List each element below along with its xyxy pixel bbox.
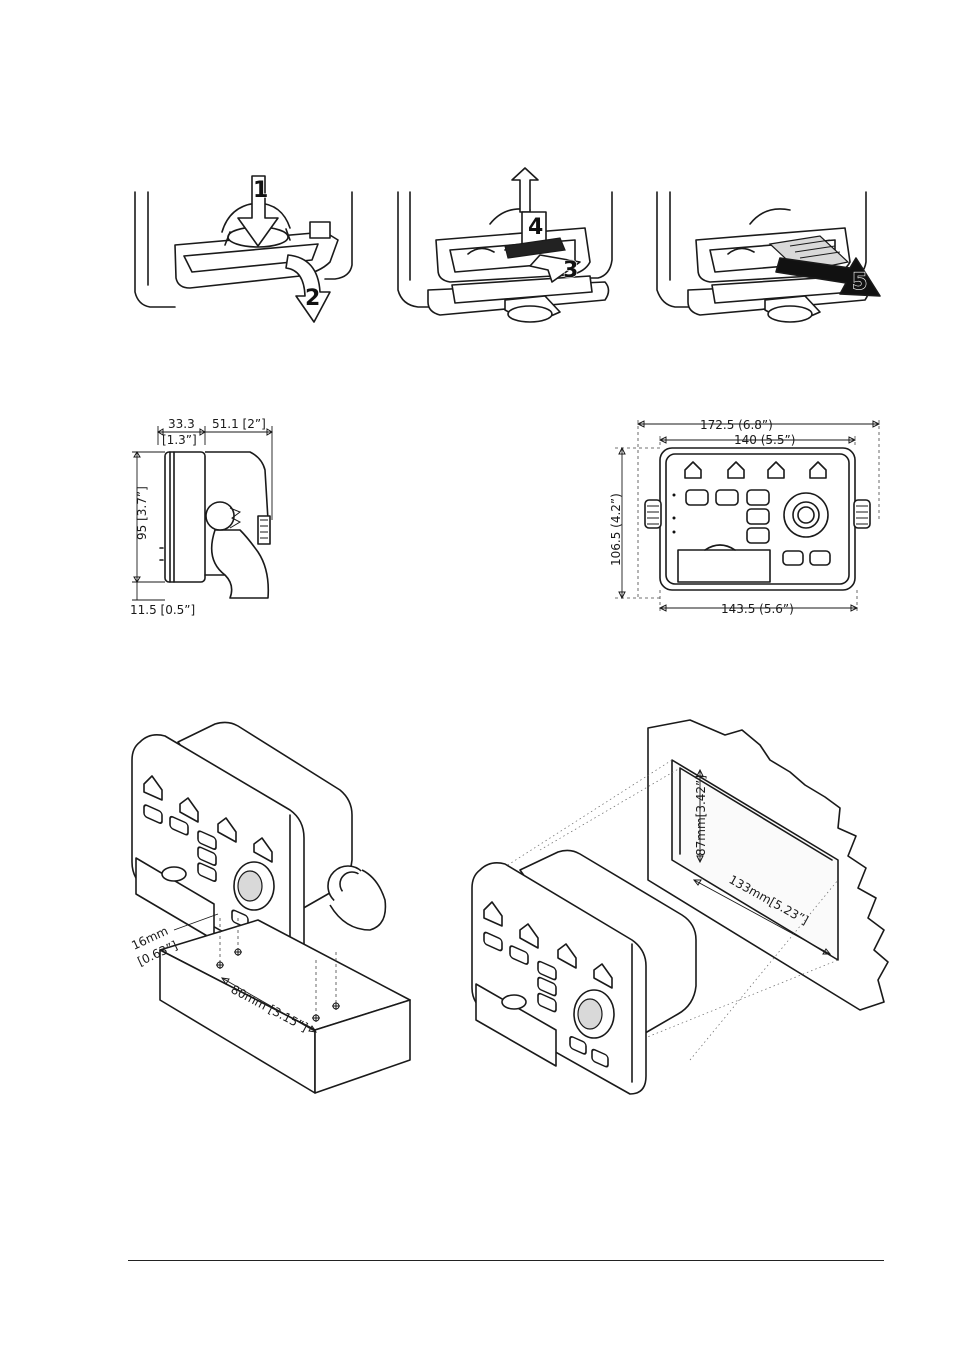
step-5-label: 5 [852, 270, 867, 295]
step-3-label: 3 [563, 258, 578, 283]
footer-rule [128, 1260, 884, 1261]
step-panel-insert-card [656, 191, 881, 323]
front-body-width-label: 140 (5.5”) [734, 433, 795, 447]
step-panel-remove-card [397, 167, 613, 323]
step-4-label: 4 [528, 215, 543, 240]
step-panel-open-door [134, 175, 353, 323]
bracket-mount-drawing [131, 721, 411, 1094]
step-2-label: 2 [305, 286, 320, 311]
front-bottom-width-label: 143.5 (5.6”) [721, 602, 794, 616]
side-height-label: 95 [3.7”] [135, 486, 149, 540]
cutout-height-label: 87mm[3.42”] [694, 775, 708, 856]
front-view-drawing [615, 420, 881, 612]
side-offset-label: 11.5 [0.5”] [130, 603, 195, 617]
front-height-label: 106.5 (4.2”) [609, 493, 623, 566]
side-depth-inch-label: [1.3”] [162, 433, 197, 447]
front-overall-width-label: 172.5 (6.8”) [700, 418, 773, 432]
side-view-drawing [132, 426, 273, 601]
flush-mount-drawing [471, 719, 889, 1095]
side-depth-label: 33.3 [168, 417, 195, 431]
side-bracket-label: 51.1 [2”] [212, 417, 266, 431]
step-1-label: 1 [253, 178, 268, 203]
